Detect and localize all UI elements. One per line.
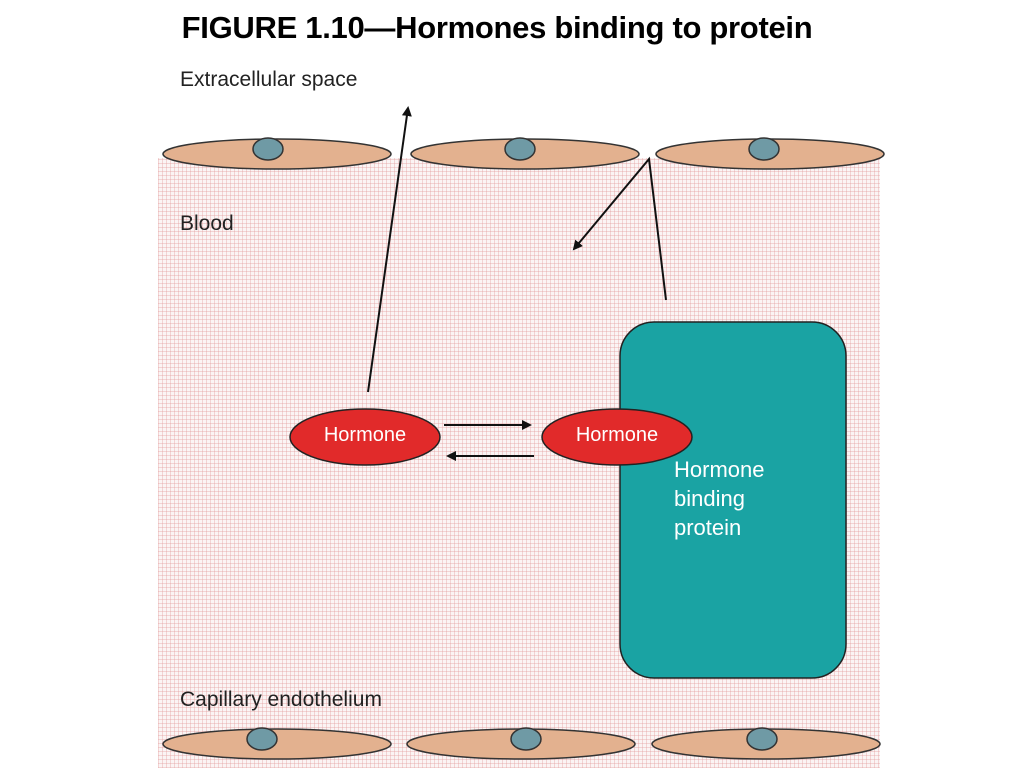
diagram-shapes xyxy=(162,106,885,760)
hormone-binding-diagram: Extracellular space Blood Capillary endo… xyxy=(158,62,888,768)
endothelial-cell-bottom-2 xyxy=(406,727,636,760)
protein-label-line-1: Hormone xyxy=(674,457,765,482)
endothelial-cell-top-2 xyxy=(410,137,640,170)
extracellular-space-label: Extracellular space xyxy=(180,68,358,91)
endothelial-cell-bottom-1 xyxy=(162,727,392,760)
free-hormone xyxy=(289,408,441,466)
protein-label-line-2: binding xyxy=(674,486,745,511)
protein-label: Hormone binding protein xyxy=(674,455,764,542)
arrow-protein-to-blood xyxy=(572,156,667,301)
protein-label-line-3: protein xyxy=(674,515,742,540)
bound-hormone-label: Hormone xyxy=(575,424,659,446)
figure-title: FIGURE 1.10—Hormones binding to protein xyxy=(181,10,813,45)
endothelial-cell-top-1 xyxy=(162,137,392,170)
endothelial-cell-top-3 xyxy=(655,137,885,170)
endothelial-cell-bottom-3 xyxy=(651,727,881,760)
capillary-endothelium-label: Capillary endothelium xyxy=(180,688,382,711)
bound-hormone xyxy=(541,408,693,466)
arrow-to-extracellular xyxy=(367,106,412,393)
hormone-binding-protein xyxy=(619,321,847,679)
free-hormone-label: Hormone xyxy=(323,424,407,446)
blood-label: Blood xyxy=(180,212,234,235)
